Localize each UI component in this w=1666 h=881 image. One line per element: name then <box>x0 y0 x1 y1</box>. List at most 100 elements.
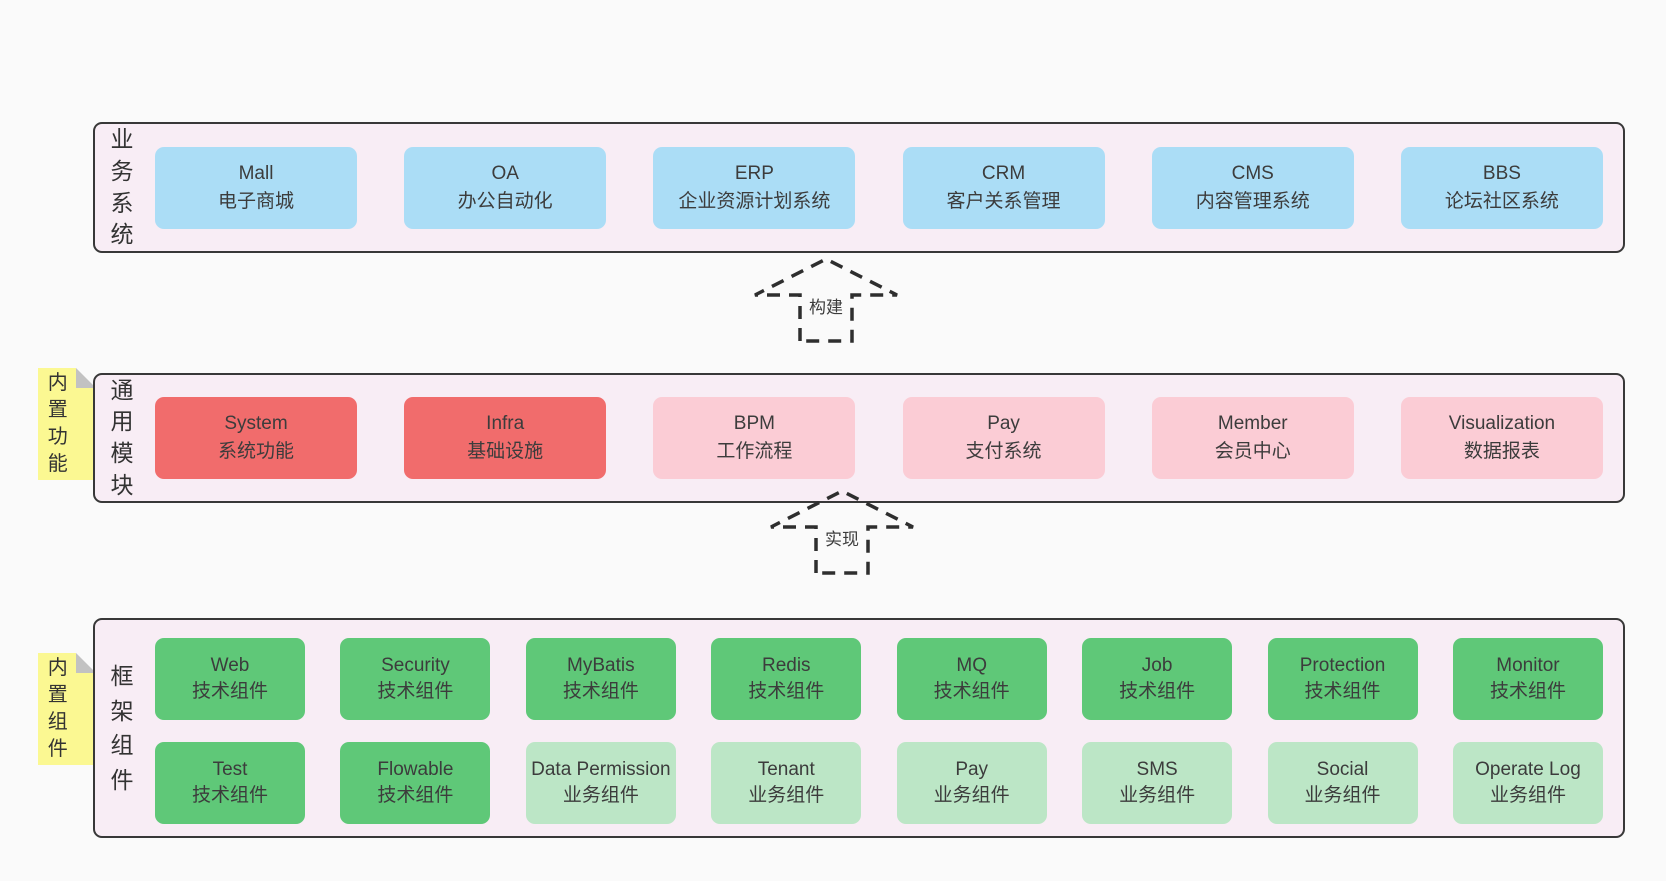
card-subtitle: 业务组件 <box>933 785 1010 806</box>
card-subtitle: 支付系统 <box>965 441 1042 462</box>
card-name: Data Permission <box>531 759 671 780</box>
card-name: Infra <box>486 413 525 434</box>
card-subtitle: 数据报表 <box>1463 441 1540 462</box>
card-name: Mall <box>238 162 274 184</box>
card-subtitle: 业务组件 <box>748 785 825 806</box>
implement-arrow-label: 实现 <box>821 525 863 550</box>
card-cms: CMS 内容管理系统 <box>1151 146 1354 229</box>
card-web: Web 技术组件 <box>155 638 305 720</box>
card-erp: ERP 企业资源计划系统 <box>653 146 856 229</box>
card-name: Web <box>210 655 250 676</box>
card-subtitle: 业务组件 <box>562 785 639 806</box>
card-name: ERP <box>734 162 774 184</box>
card-subtitle: 会员中心 <box>1214 441 1291 462</box>
folded-corner-icon <box>76 653 96 673</box>
card-test: Test 技术组件 <box>155 742 305 824</box>
band-modules-content: System 系统功能 Infra 基础设施 BPM 工作流程 Pay 支付系统… <box>139 375 1623 501</box>
band-modules-label: 通用模块 <box>105 375 139 501</box>
implement-arrow: 实现 <box>767 487 917 577</box>
card-name: Monitor <box>1496 655 1560 676</box>
band-business-systems: 业务系统 Mall 电子商城 OA 办公自动化 ERP 企业资源计划系统 CRM… <box>93 122 1625 253</box>
card-name: Security <box>381 655 450 676</box>
card-subtitle: 技术组件 <box>1304 681 1381 702</box>
card-redis: Redis 技术组件 <box>711 638 862 720</box>
framework-row-2: Test 技术组件 Flowable 技术组件 Data Permission … <box>155 742 1603 824</box>
card-name: BBS <box>1482 162 1521 184</box>
build-arrow-label: 构建 <box>805 293 847 318</box>
card-subtitle: 技术组件 <box>1489 681 1566 702</box>
card-name: Tenant <box>757 759 815 780</box>
card-name: Visualization <box>1448 413 1556 434</box>
card-name: System <box>224 413 288 434</box>
card-subtitle: 基础设施 <box>467 441 544 462</box>
card-subtitle: 业务组件 <box>1489 785 1566 806</box>
card-name: Social <box>1316 759 1369 780</box>
card-name: Member <box>1217 413 1288 434</box>
card-member: Member 会员中心 <box>1151 397 1354 479</box>
card-sms: SMS 业务组件 <box>1082 742 1233 824</box>
card-protection: Protection 技术组件 <box>1267 638 1418 720</box>
card-name: Test <box>212 759 248 780</box>
band-business-content: Mall 电子商城 OA 办公自动化 ERP 企业资源计划系统 CRM 客户关系… <box>139 124 1623 251</box>
card-subtitle: 客户关系管理 <box>946 190 1061 212</box>
card-subtitle: 系统功能 <box>217 441 294 462</box>
card-data-permission: Data Permission 业务组件 <box>525 742 676 824</box>
build-arrow: 构建 <box>751 255 901 345</box>
card-name: Pay <box>955 759 989 780</box>
card-name: SMS <box>1136 759 1178 780</box>
card-bpm: BPM 工作流程 <box>653 397 856 479</box>
folded-corner-icon <box>76 368 96 388</box>
card-name: Protection <box>1299 655 1386 676</box>
card-subtitle: 内容管理系统 <box>1195 190 1310 212</box>
card-oa: OA 办公自动化 <box>404 146 607 229</box>
framework-row-1: Web 技术组件 Security 技术组件 MyBatis 技术组件 Redi… <box>155 638 1603 720</box>
band-business-label-text: 业务系统 <box>110 126 134 248</box>
card-bbs: BBS 论坛社区系统 <box>1400 146 1603 229</box>
card-tenant: Tenant 业务组件 <box>711 742 862 824</box>
card-name: Operate Log <box>1475 759 1581 780</box>
card-name: Job <box>1141 655 1173 676</box>
card-job: Job 技术组件 <box>1082 638 1233 720</box>
band-framework-label-text: 框架组件 <box>110 663 134 793</box>
note-text: 内置功能 <box>47 372 68 475</box>
card-monitor: Monitor 技术组件 <box>1452 638 1603 720</box>
band-common-modules: 通用模块 System 系统功能 Infra 基础设施 BPM 工作流程 Pay… <box>93 373 1625 503</box>
card-subtitle: 业务组件 <box>1119 785 1196 806</box>
card-pay-component: Pay 业务组件 <box>896 742 1047 824</box>
card-subtitle: 技术组件 <box>748 681 825 702</box>
band-framework-content: Web 技术组件 Security 技术组件 MyBatis 技术组件 Redi… <box>139 620 1623 836</box>
card-security: Security 技术组件 <box>340 638 491 720</box>
card-name: MyBatis <box>567 655 635 676</box>
card-subtitle: 技术组件 <box>933 681 1010 702</box>
dashed-up-arrow-icon <box>770 489 914 575</box>
band-framework-label: 框架组件 <box>105 620 139 836</box>
card-system: System 系统功能 <box>155 397 357 479</box>
card-name: OA <box>491 162 519 184</box>
card-subtitle: 电子商城 <box>217 190 294 212</box>
card-operate-log: Operate Log 业务组件 <box>1452 742 1603 824</box>
card-pay-module: Pay 支付系统 <box>902 397 1105 479</box>
note-text: 内置组件 <box>47 657 68 760</box>
band-business-label: 业务系统 <box>105 124 139 251</box>
card-subtitle: 业务组件 <box>1304 785 1381 806</box>
card-subtitle: 技术组件 <box>562 681 639 702</box>
card-name: CRM <box>981 162 1026 184</box>
card-crm: CRM 客户关系管理 <box>902 146 1105 229</box>
band-framework-components: 框架组件 Web 技术组件 Security 技术组件 MyBatis 技术组件… <box>93 618 1625 838</box>
card-subtitle: 企业资源计划系统 <box>678 190 831 212</box>
card-name: Flowable <box>377 759 454 780</box>
card-name: Pay <box>987 413 1020 434</box>
card-name: MQ <box>956 655 987 676</box>
card-mybatis: MyBatis 技术组件 <box>525 638 676 720</box>
card-subtitle: 技术组件 <box>1119 681 1196 702</box>
card-subtitle: 工作流程 <box>716 441 793 462</box>
card-flowable: Flowable 技术组件 <box>340 742 491 824</box>
band-modules-label-text: 通用模块 <box>110 376 134 498</box>
card-name: BPM <box>733 413 775 434</box>
card-name: CMS <box>1231 162 1274 184</box>
card-infra: Infra 基础设施 <box>404 397 607 479</box>
card-visualization: Visualization 数据报表 <box>1400 397 1603 479</box>
card-subtitle: 技术组件 <box>191 785 268 806</box>
card-mall: Mall 电子商城 <box>155 146 357 229</box>
